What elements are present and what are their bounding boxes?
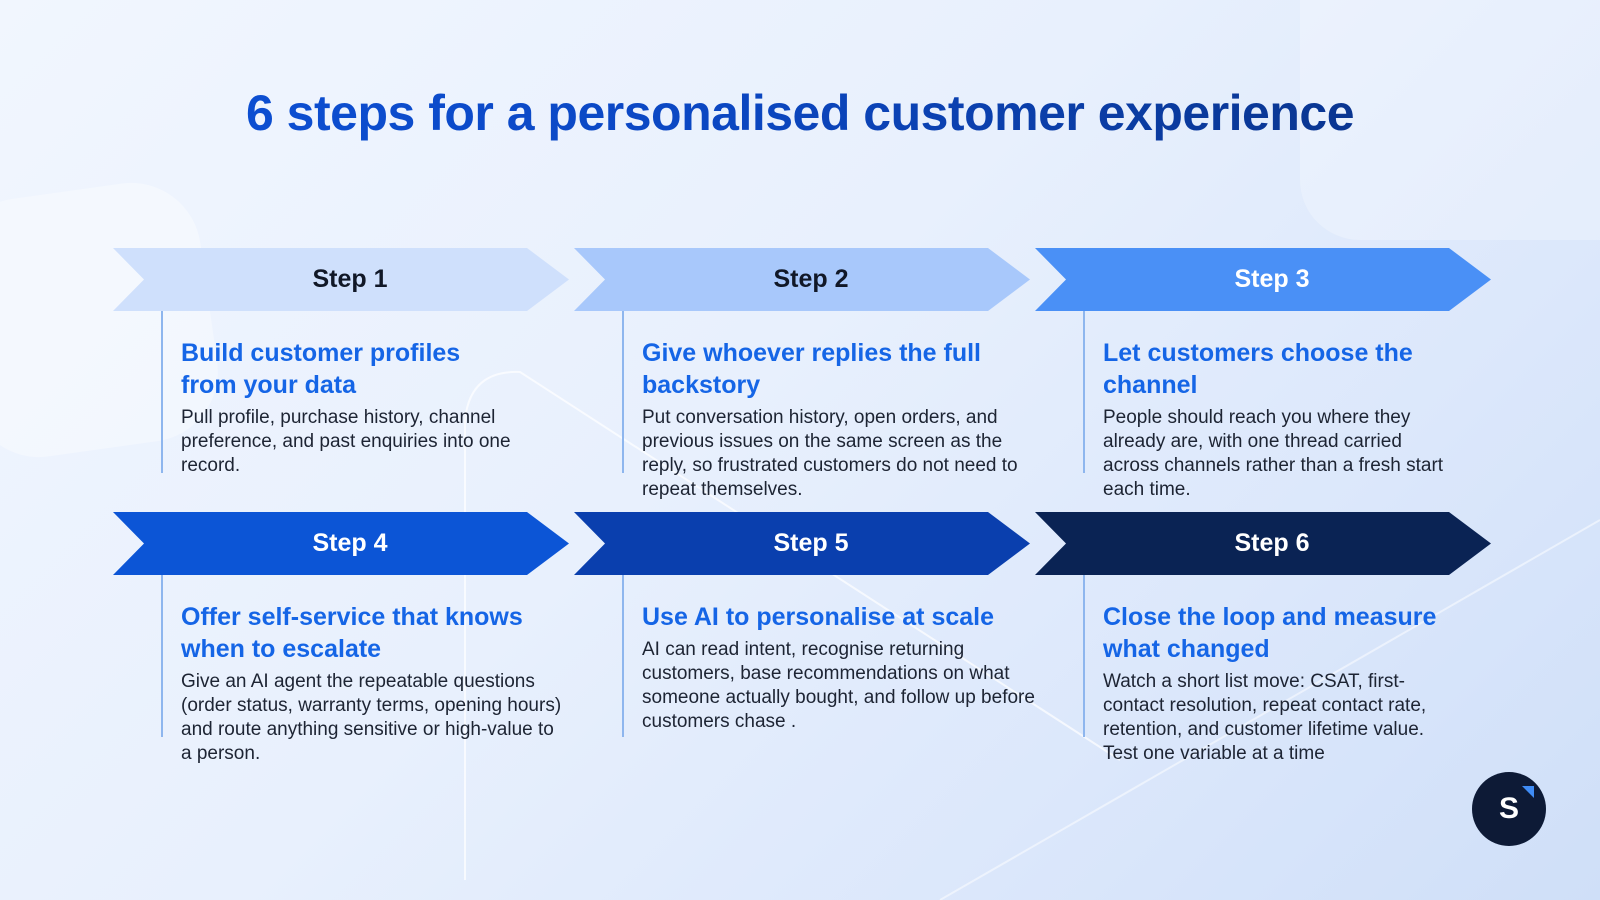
step-1-heading: Build customer profiles from your data xyxy=(181,339,461,399)
step-3-chevron: Step 3 xyxy=(1035,248,1491,311)
step-6-body: Close the loop and measure what changed … xyxy=(1083,575,1491,766)
step-4-label: Step 4 xyxy=(312,529,388,557)
step-3-label: Step 3 xyxy=(1234,265,1310,293)
brand-logo: S xyxy=(1472,772,1546,846)
step-4-connector xyxy=(161,575,163,737)
step-2-body: Give whoever replies the full backstory … xyxy=(622,311,1030,502)
step-6-chevron: Step 6 xyxy=(1035,512,1491,575)
step-1-chevron: Step 1 xyxy=(113,248,569,311)
step-1: Step 1 Build customer profiles from your… xyxy=(113,248,569,478)
step-1-connector xyxy=(161,311,163,473)
step-3-heading: Let customers choose the channel xyxy=(1103,339,1413,399)
step-3: Step 3 Let customers choose the channel … xyxy=(1035,248,1491,502)
step-5-description: AI can read intent, recognise returning … xyxy=(642,639,1035,732)
step-2: Step 2 Give whoever replies the full bac… xyxy=(574,248,1030,502)
step-3-connector xyxy=(1083,311,1085,473)
step-4-chevron: Step 4 xyxy=(113,512,569,575)
step-1-description: Pull profile, purchase history, channel … xyxy=(181,407,511,476)
step-2-description: Put conversation history, open orders, a… xyxy=(642,407,1018,500)
step-6-label: Step 6 xyxy=(1234,529,1310,557)
step-2-chevron: Step 2 xyxy=(574,248,1030,311)
step-1-body: Build customer profiles from your data P… xyxy=(161,311,569,478)
step-6: Step 6 Close the loop and measure what c… xyxy=(1035,512,1491,766)
step-6-heading: Close the loop and measure what changed xyxy=(1103,603,1437,663)
step-5: Step 5 Use AI to personalise at scale AI… xyxy=(574,512,1035,737)
brand-logo-mark xyxy=(1522,786,1534,798)
step-4-heading: Offer self-service that knows when to es… xyxy=(181,603,523,663)
step-5-heading: Use AI to personalise at scale xyxy=(642,603,995,631)
step-3-body: Let customers choose the channel People … xyxy=(1083,311,1491,502)
step-4-body: Offer self-service that knows when to es… xyxy=(161,575,569,766)
step-5-label: Step 5 xyxy=(773,529,849,557)
step-6-connector xyxy=(1083,575,1085,737)
step-2-connector xyxy=(622,311,624,473)
step-3-description: People should reach you where they alrea… xyxy=(1103,407,1444,500)
step-1-label: Step 1 xyxy=(312,265,388,293)
brand-logo-letter: S xyxy=(1498,792,1519,825)
step-2-heading: Give whoever replies the full backstory xyxy=(642,339,982,399)
step-4-description: Give an AI agent the repeatable question… xyxy=(181,671,562,764)
step-2-label: Step 2 xyxy=(773,265,849,293)
page-title: 6 steps for a personalised customer expe… xyxy=(0,84,1600,142)
step-5-connector xyxy=(622,575,624,737)
step-6-description: Watch a short list move: CSAT, first-con… xyxy=(1103,671,1427,764)
step-5-chevron: Step 5 xyxy=(574,512,1030,575)
step-4: Step 4 Offer self-service that knows whe… xyxy=(113,512,569,766)
step-5-body: Use AI to personalise at scale AI can re… xyxy=(622,575,1035,737)
